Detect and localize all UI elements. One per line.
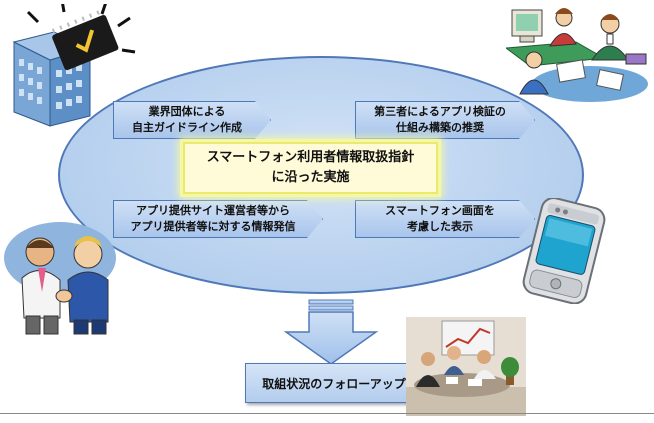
office-workers-icon xyxy=(506,8,648,102)
box-third-party-verification: 第三者によるアプリ検証の 仕組み構築の推奨 xyxy=(355,101,535,139)
center-guideline-box: スマートフォン利用者情報取扱指針 に沿った実施 xyxy=(183,142,438,194)
followup-box: 取組状況のフォローアップ xyxy=(245,363,423,403)
box-screen-display: スマートフォン画面を 考慮した表示 xyxy=(355,200,535,238)
building-with-chip-icon xyxy=(12,4,136,127)
box-industry-guidelines: 業界団体による 自主ガイドライン作成 xyxy=(113,101,271,139)
meeting-photo-icon xyxy=(406,317,526,416)
handshake-icon xyxy=(4,222,116,335)
box-app-provider-info: アプリ提供サイト運営者等から アプリ提供者等に対する情報発信 xyxy=(113,200,323,238)
smartphone-icon xyxy=(522,198,606,304)
down-arrow-icon xyxy=(283,299,379,365)
divider-line xyxy=(0,413,654,414)
